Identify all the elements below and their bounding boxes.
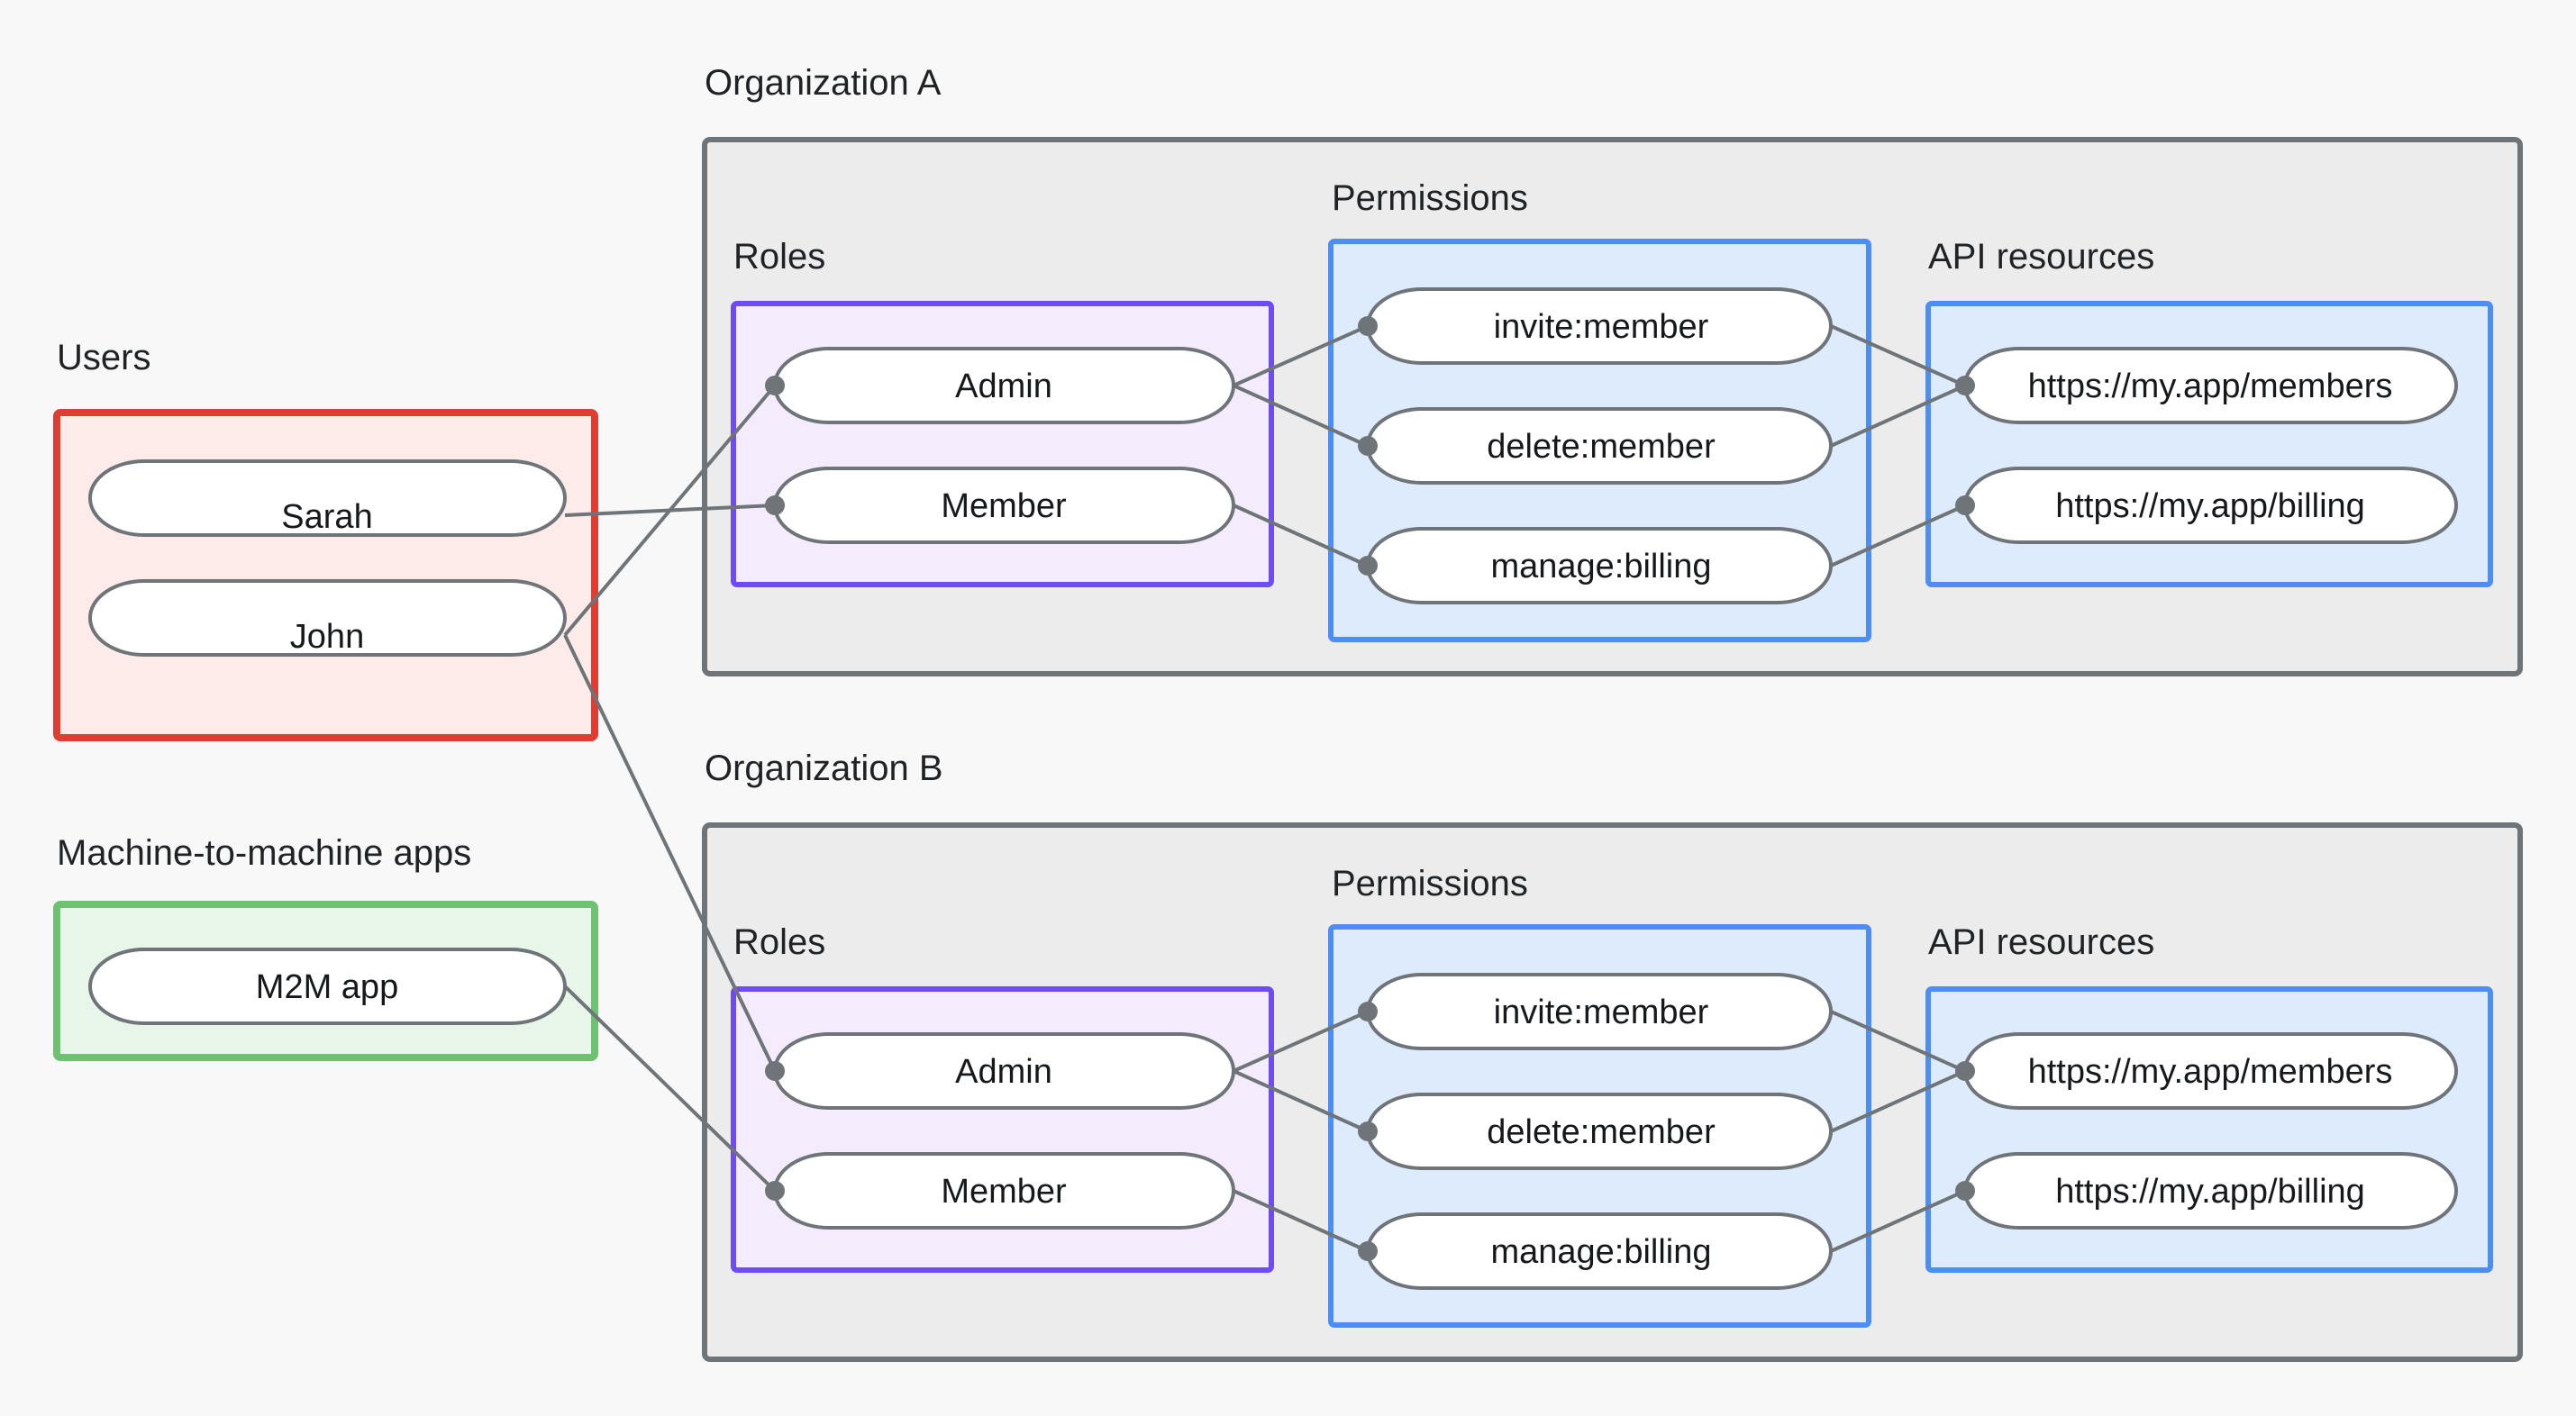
org-a-api-members[interactable]: https://my.app/members bbox=[1963, 347, 2458, 424]
org-a-roles-title: Roles bbox=[733, 237, 825, 277]
m2m-node-app-label: M2M app bbox=[256, 968, 398, 1006]
org-a-permission-manage-billing-label: manage:billing bbox=[1490, 548, 1711, 585]
edge-orga-delete-members bbox=[1830, 384, 1966, 448]
org-b-permission-delete-member-label: delete:member bbox=[1487, 1113, 1716, 1151]
org-a-permission-manage-billing[interactable]: manage:billing bbox=[1366, 527, 1833, 604]
users-node-sarah-label: Sarah bbox=[281, 498, 372, 536]
org-b-permissions-title: Permissions bbox=[1332, 864, 1528, 903]
org-b-role-admin[interactable]: Admin bbox=[773, 1032, 1235, 1110]
dot-orga-invite-left bbox=[1358, 316, 1378, 336]
users-title: Users bbox=[57, 338, 150, 377]
edge-orgb-invite-members bbox=[1830, 1010, 1966, 1073]
org-b-role-member-label: Member bbox=[941, 1173, 1067, 1211]
org-b-roles-title: Roles bbox=[733, 922, 825, 962]
connector-endpoint-dots bbox=[765, 316, 1975, 1261]
edge-john-to-orga-admin bbox=[563, 384, 777, 637]
edge-orga-invite-members bbox=[1830, 324, 1966, 387]
users-node-john-shape[interactable] bbox=[88, 579, 567, 657]
edge-orgb-billing-billingres bbox=[1830, 1189, 1966, 1253]
org-a-api-billing[interactable]: https://my.app/billing bbox=[1963, 467, 2458, 544]
org-b-api-members-label: https://my.app/members bbox=[2028, 1053, 2393, 1091]
org-b-api-billing[interactable]: https://my.app/billing bbox=[1963, 1152, 2458, 1230]
edge-orgb-admin-invite bbox=[1233, 1010, 1369, 1073]
dot-orga-admin-left bbox=[765, 376, 785, 395]
org-a-permissions-title: Permissions bbox=[1332, 178, 1528, 218]
m2m-node-app-shape[interactable] bbox=[88, 948, 567, 1025]
users-node-sarah[interactable]: Sarah bbox=[88, 459, 567, 537]
dot-orgb-admin-left bbox=[765, 1061, 785, 1081]
edge-orga-admin-invite bbox=[1233, 324, 1369, 387]
users-node-john-label: John bbox=[290, 618, 364, 656]
org-a-permission-delete-member-label: delete:member bbox=[1487, 428, 1716, 466]
org-b-role-admin-label: Admin bbox=[955, 1053, 1052, 1091]
dot-orgb-billing-left bbox=[1358, 1241, 1378, 1261]
org-a-role-admin[interactable]: Admin bbox=[773, 347, 1235, 424]
dot-orga-billingres-left bbox=[1955, 495, 1975, 515]
dot-orgb-members-left bbox=[1955, 1061, 1975, 1081]
edge-orga-member-billing bbox=[1233, 504, 1369, 567]
org-a-permission-invite-member-label: invite:member bbox=[1494, 308, 1709, 346]
edge-orga-admin-delete bbox=[1233, 384, 1369, 448]
org-a-permission-delete-member[interactable]: delete:member bbox=[1366, 407, 1833, 485]
dot-orga-billing-left bbox=[1358, 556, 1378, 576]
dot-orga-delete-left bbox=[1358, 436, 1378, 456]
org-a-role-admin-label: Admin bbox=[955, 368, 1052, 405]
dot-orga-member-left bbox=[765, 495, 785, 515]
dot-orgb-billingres-left bbox=[1955, 1181, 1975, 1201]
org-a-role-member-label: Member bbox=[941, 487, 1067, 525]
m2m-title: Machine-to-machine apps bbox=[57, 833, 471, 873]
organization-a-title: Organization A bbox=[705, 63, 942, 103]
dot-orga-members-left bbox=[1955, 376, 1975, 395]
org-a-api-members-label: https://my.app/members bbox=[2028, 368, 2393, 405]
edge-orgb-member-billing bbox=[1233, 1189, 1369, 1253]
org-b-api-members[interactable]: https://my.app/members bbox=[1963, 1032, 2458, 1110]
org-b-role-member[interactable]: Member bbox=[773, 1152, 1235, 1230]
edge-john-to-orgb-admin bbox=[563, 634, 777, 1072]
edge-m2m-to-orgb-member bbox=[563, 985, 777, 1193]
edge-orgb-delete-members bbox=[1830, 1069, 1966, 1133]
users-node-john[interactable]: John bbox=[88, 579, 567, 657]
org-b-permission-invite-member-label: invite:member bbox=[1494, 994, 1709, 1031]
dot-orgb-member-left bbox=[765, 1181, 785, 1201]
org-b-api-billing-label: https://my.app/billing bbox=[2055, 1173, 2365, 1211]
org-a-role-member[interactable]: Member bbox=[773, 467, 1235, 544]
org-b-permission-invite-member[interactable]: invite:member bbox=[1366, 973, 1833, 1050]
edge-orgb-admin-delete bbox=[1233, 1069, 1369, 1133]
users-node-sarah-shape[interactable] bbox=[88, 459, 567, 537]
organization-b-title: Organization B bbox=[705, 749, 943, 788]
org-a-permission-invite-member[interactable]: invite:member bbox=[1366, 287, 1833, 365]
org-a-api-title: API resources bbox=[1928, 237, 2154, 277]
org-b-permission-delete-member[interactable]: delete:member bbox=[1366, 1093, 1833, 1170]
dot-orgb-delete-left bbox=[1358, 1121, 1378, 1141]
users-group[interactable]: Users bbox=[53, 338, 598, 741]
edge-orga-billing-billingres bbox=[1830, 504, 1966, 567]
dot-orgb-invite-left bbox=[1358, 1002, 1378, 1021]
m2m-node-app[interactable]: M2M app bbox=[88, 948, 567, 1025]
org-b-permission-manage-billing-label: manage:billing bbox=[1490, 1233, 1711, 1271]
connector-edges bbox=[563, 324, 1966, 1253]
org-a-api-billing-label: https://my.app/billing bbox=[2055, 487, 2365, 525]
org-b-permission-manage-billing[interactable]: manage:billing bbox=[1366, 1212, 1833, 1290]
org-b-api-title: API resources bbox=[1928, 922, 2154, 962]
